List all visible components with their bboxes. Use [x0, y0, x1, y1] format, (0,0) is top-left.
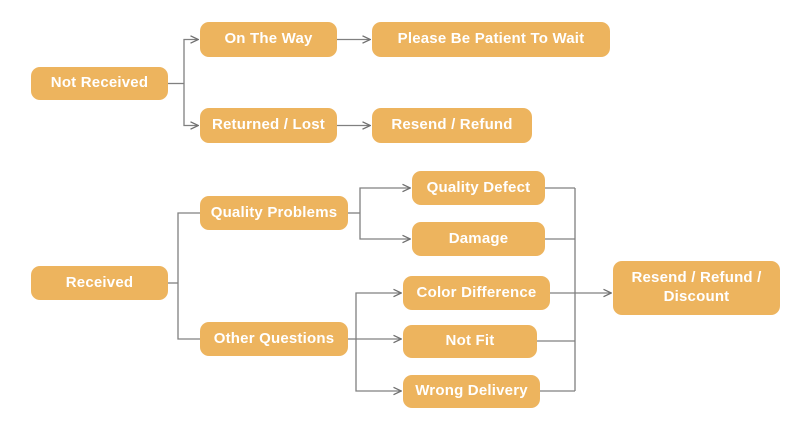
node-color-difference[interactable]: Color Difference [403, 276, 550, 310]
node-on-the-way[interactable]: On The Way [200, 22, 337, 57]
node-quality-defect[interactable]: Quality Defect [412, 171, 545, 205]
node-not-received[interactable]: Not Received [31, 67, 168, 100]
node-quality-problems[interactable]: Quality Problems [200, 196, 348, 230]
edge-other-questions-to-color-difference [355, 293, 401, 339]
node-returned-lost[interactable]: Returned / Lost [200, 108, 337, 143]
node-resend-refund-discount[interactable]: Resend / Refund / Discount [613, 261, 780, 315]
node-received[interactable]: Received [31, 266, 168, 300]
node-wrong-delivery[interactable]: Wrong Delivery [403, 375, 540, 408]
edge-received-to-other-questions [177, 283, 200, 340]
node-damage[interactable]: Damage [412, 222, 545, 256]
node-resend-refund[interactable]: Resend / Refund [372, 108, 532, 143]
edge-quality-problems-to-damage [359, 213, 410, 239]
node-not-fit[interactable]: Not Fit [403, 325, 537, 358]
node-please-be-patient-to-wait[interactable]: Please Be Patient To Wait [372, 22, 610, 57]
edge-not-received-to-returned-lost [183, 83, 198, 126]
edge-other-questions-to-wrong-delivery [355, 339, 401, 391]
edge-not-received-to-on-the-way [183, 40, 198, 84]
node-other-questions[interactable]: Other Questions [200, 322, 348, 356]
edge-quality-problems-to-quality-defect [359, 188, 410, 213]
edge-received-to-quality-problems [177, 212, 200, 283]
